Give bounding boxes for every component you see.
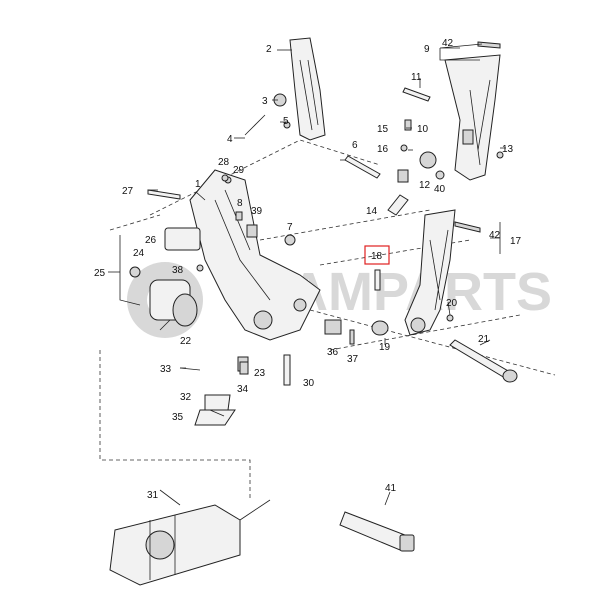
callout-29[interactable]: 29: [233, 165, 245, 176]
callout-23[interactable]: 23: [254, 368, 266, 379]
callout-17[interactable]: 17: [510, 236, 522, 247]
callout-13[interactable]: 13: [502, 144, 514, 155]
callout-30[interactable]: 30: [303, 378, 315, 389]
plate-35[interactable]: [194, 409, 236, 426]
callout-18[interactable]: 18: [371, 251, 383, 262]
callout-27[interactable]: 27: [122, 186, 134, 197]
clip-39[interactable]: [246, 224, 258, 238]
wire-25[interactable]: [119, 235, 141, 306]
screw-20[interactable]: [446, 314, 454, 322]
callout-6[interactable]: 6: [352, 140, 358, 151]
callout-20[interactable]: 20: [446, 298, 458, 309]
callout-10[interactable]: 10: [417, 124, 429, 135]
pedal-shaft-21[interactable]: [449, 339, 518, 383]
callout-8[interactable]: 8: [237, 198, 243, 209]
callout-3[interactable]: 3: [262, 96, 268, 107]
pedal-arm-2[interactable]: [289, 37, 326, 141]
wire-4[interactable]: [244, 114, 266, 136]
callout-14[interactable]: 14: [366, 206, 378, 217]
bolt-30[interactable]: [283, 354, 291, 386]
callout-35[interactable]: 35: [172, 412, 184, 423]
callout-16[interactable]: 16: [377, 144, 389, 155]
callout-28[interactable]: 28: [218, 157, 230, 168]
reservoir[interactable]: [164, 227, 201, 251]
callout-34[interactable]: 34: [237, 384, 249, 395]
screw-38[interactable]: [196, 264, 204, 272]
callout-5[interactable]: 5: [283, 116, 289, 127]
part-12[interactable]: [397, 169, 409, 183]
callout-25[interactable]: 25: [94, 268, 106, 279]
nut-16[interactable]: [400, 144, 408, 152]
bolt-37[interactable]: [349, 329, 355, 345]
callout-labels: 2 3 4 5 6 7 8 9 10 11 12 13 14 15 16 17 …: [94, 38, 522, 501]
bolt-15[interactable]: [404, 119, 412, 131]
bracket-32[interactable]: [204, 394, 231, 411]
callout-9[interactable]: 9: [424, 44, 430, 55]
sensor-34[interactable]: [239, 361, 249, 375]
callout-39[interactable]: 39: [251, 206, 263, 217]
leader-lines: [108, 43, 506, 506]
clip-14[interactable]: [387, 194, 409, 216]
callout-41[interactable]: 41: [385, 483, 397, 494]
callout-32[interactable]: 32: [180, 392, 192, 403]
pedal-bracket[interactable]: [189, 169, 321, 341]
nut-5[interactable]: [283, 121, 291, 129]
highlight-box-18: [364, 245, 390, 265]
callout-12[interactable]: 12: [419, 180, 431, 191]
callout-11[interactable]: 11: [411, 72, 422, 83]
callout-22[interactable]: 22: [180, 336, 192, 347]
bolt-11[interactable]: [402, 87, 431, 102]
callout-19[interactable]: 19: [379, 342, 391, 353]
callout-15[interactable]: 15: [377, 124, 389, 135]
callout-42-top[interactable]: 42: [442, 38, 454, 49]
callout-21[interactable]: 21: [478, 334, 490, 345]
callout-33[interactable]: 33: [160, 364, 172, 375]
pedal-arm-upper[interactable]: [444, 54, 501, 181]
bracket-36[interactable]: [324, 319, 342, 335]
callout-31[interactable]: 31: [147, 490, 159, 501]
callout-36[interactable]: 36: [327, 347, 339, 358]
callout-38[interactable]: 38: [172, 265, 184, 276]
callout-37[interactable]: 37: [347, 354, 359, 365]
nut-8[interactable]: [235, 211, 243, 221]
brake-booster-31[interactable]: [109, 499, 271, 586]
callout-7[interactable]: 7: [287, 222, 293, 233]
washer-24[interactable]: [129, 266, 141, 278]
callout-24[interactable]: 24: [133, 248, 145, 259]
pedal-pad-42-top: [477, 41, 501, 49]
bushing-19[interactable]: [371, 320, 389, 336]
callout-1[interactable]: 1: [195, 179, 201, 190]
tube-41[interactable]: [339, 511, 415, 552]
callout-42-lower[interactable]: 42: [489, 230, 501, 241]
bolt-27[interactable]: [147, 189, 181, 200]
washer-7[interactable]: [284, 234, 296, 246]
pin-18[interactable]: [374, 269, 381, 291]
pedal-arm-lower[interactable]: [404, 209, 456, 336]
pedal-pad-42-lower: [454, 221, 481, 233]
nut-28[interactable]: [221, 174, 229, 182]
callout-2[interactable]: 2: [266, 44, 272, 55]
washer-10[interactable]: [419, 151, 437, 169]
nut-40[interactable]: [435, 170, 445, 180]
bolt-13[interactable]: [496, 151, 504, 159]
callout-26[interactable]: 26: [145, 235, 157, 246]
master-cylinder[interactable]: [149, 279, 198, 327]
callout-40[interactable]: 40: [434, 184, 446, 195]
bolt-6[interactable]: [344, 155, 381, 179]
callout-4[interactable]: 4: [227, 134, 233, 145]
